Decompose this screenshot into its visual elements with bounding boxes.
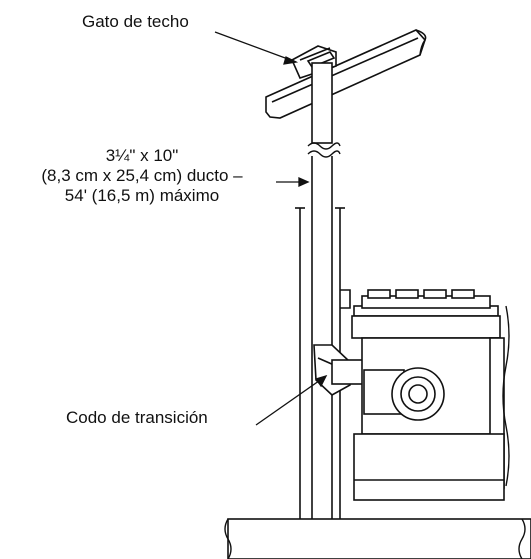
dryer-lower-cabinet (353, 433, 505, 501)
roof-jack-leader (214, 31, 297, 63)
duct-spec-label: 3¼" x 10" (8,3 cm x 25,4 cm) ducto – 54'… (10, 146, 274, 206)
duct-spec-line1: 3¼" x 10" (105, 146, 179, 165)
leader-lines (214, 31, 328, 426)
duct-break-upper (307, 142, 341, 150)
roof-jack-hood (299, 47, 331, 61)
dryer-knob-1 (367, 289, 391, 299)
floor-break-left (224, 518, 232, 559)
dryer-upper-housing (351, 315, 501, 339)
vertical-duct (295, 62, 345, 519)
duct-spec-line2: (8,3 cm x 25,4 cm) ducto – (41, 166, 243, 185)
floor-slab (227, 518, 531, 559)
dryer-break-right (502, 305, 510, 487)
roof-jack-arrowhead (283, 56, 299, 65)
roof-jack-label: Gato de techo (82, 12, 189, 31)
duct-spec-line3: 54' (16,5 m) máximo (64, 186, 220, 205)
floor-break-right (518, 518, 526, 559)
duct-break-lower (307, 150, 341, 158)
blower-inner-ring (408, 384, 428, 404)
dryer-side-tab (340, 289, 351, 309)
elbow-arrowhead (314, 374, 328, 388)
dryer-unit (340, 289, 510, 501)
dryer-knob-2 (395, 289, 419, 299)
dryer-knob-3 (423, 289, 447, 299)
transition-elbow-label: Codo de transición (66, 408, 208, 427)
duct-upper-segment (311, 62, 333, 144)
transition-elbow (313, 344, 365, 396)
roof-section (265, 29, 427, 119)
elbow-collar (331, 359, 365, 385)
duct-arrowhead (298, 176, 310, 188)
elbow-leader (255, 375, 327, 426)
roof-end-cut (415, 29, 427, 56)
roof-slab (265, 29, 426, 119)
dryer-knob-4 (451, 289, 475, 299)
roof-edge-line (271, 37, 419, 103)
floor-section (224, 518, 531, 559)
